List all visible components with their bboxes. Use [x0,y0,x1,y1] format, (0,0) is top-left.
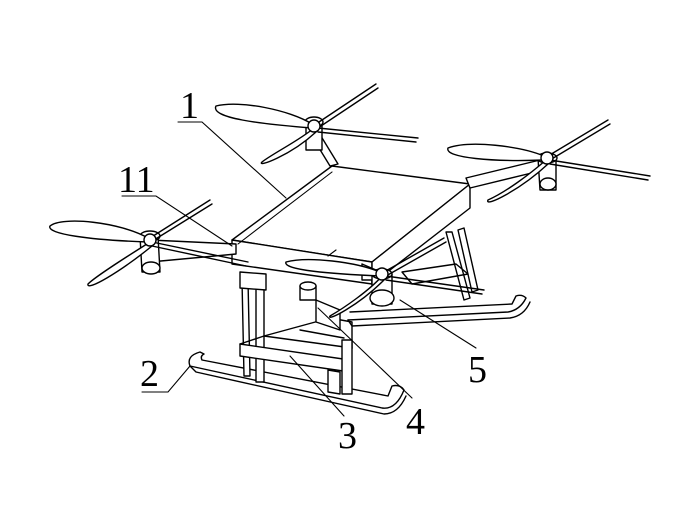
camera-gimbal [299,281,341,331]
rear-legs [401,227,479,301]
front-left-legs [239,271,267,383]
propellers [49,83,651,318]
label-1: 1 [180,85,199,127]
label-11: 11 [118,159,155,201]
label-5: 5 [468,349,487,391]
label-2: 2 [140,353,159,395]
label-4: 4 [406,401,425,443]
leader-5 [399,299,477,349]
lower-cross-frame [239,317,353,395]
leader-lines [121,121,477,417]
leader-11 [121,195,233,247]
leader-3 [289,355,345,417]
leader-2 [141,365,191,393]
leader-4 [317,307,413,399]
label-3: 3 [338,415,357,457]
leader-1 [177,121,287,199]
rear-landing-skid [347,294,531,327]
